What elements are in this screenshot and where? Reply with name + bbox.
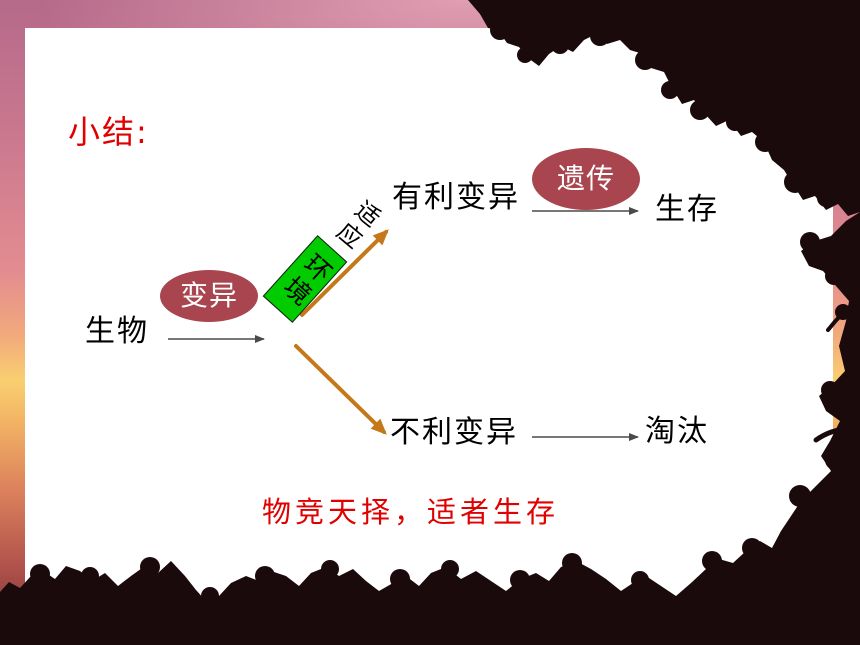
foliage-clusters [30, 20, 851, 605]
node-eliminated: 淘汰 [645, 414, 709, 449]
tree-silhouette-bottom-right [0, 212, 860, 645]
conclusion-text: 物竞天择，适者生存 [262, 495, 560, 529]
node-organism: 生物 [85, 314, 149, 349]
node-favorable-variation: 有利变异 [392, 180, 520, 215]
badge-heredity-label: 遗传 [556, 162, 615, 195]
tree-canopy-top-right [468, 0, 860, 216]
badge-variation: 变异 [160, 270, 258, 322]
summary-heading: 小结: [68, 113, 149, 151]
badge-variation-label: 变异 [179, 279, 238, 312]
arrow-to-favorable [300, 229, 389, 317]
node-unfavorable-variation: 不利变异 [390, 415, 518, 450]
tree-branches [810, 298, 860, 500]
badge-heredity: 遗传 [532, 148, 640, 210]
content-panel [25, 28, 833, 626]
node-survive: 生存 [655, 192, 719, 227]
arrow-to-unfavorable [294, 344, 387, 435]
